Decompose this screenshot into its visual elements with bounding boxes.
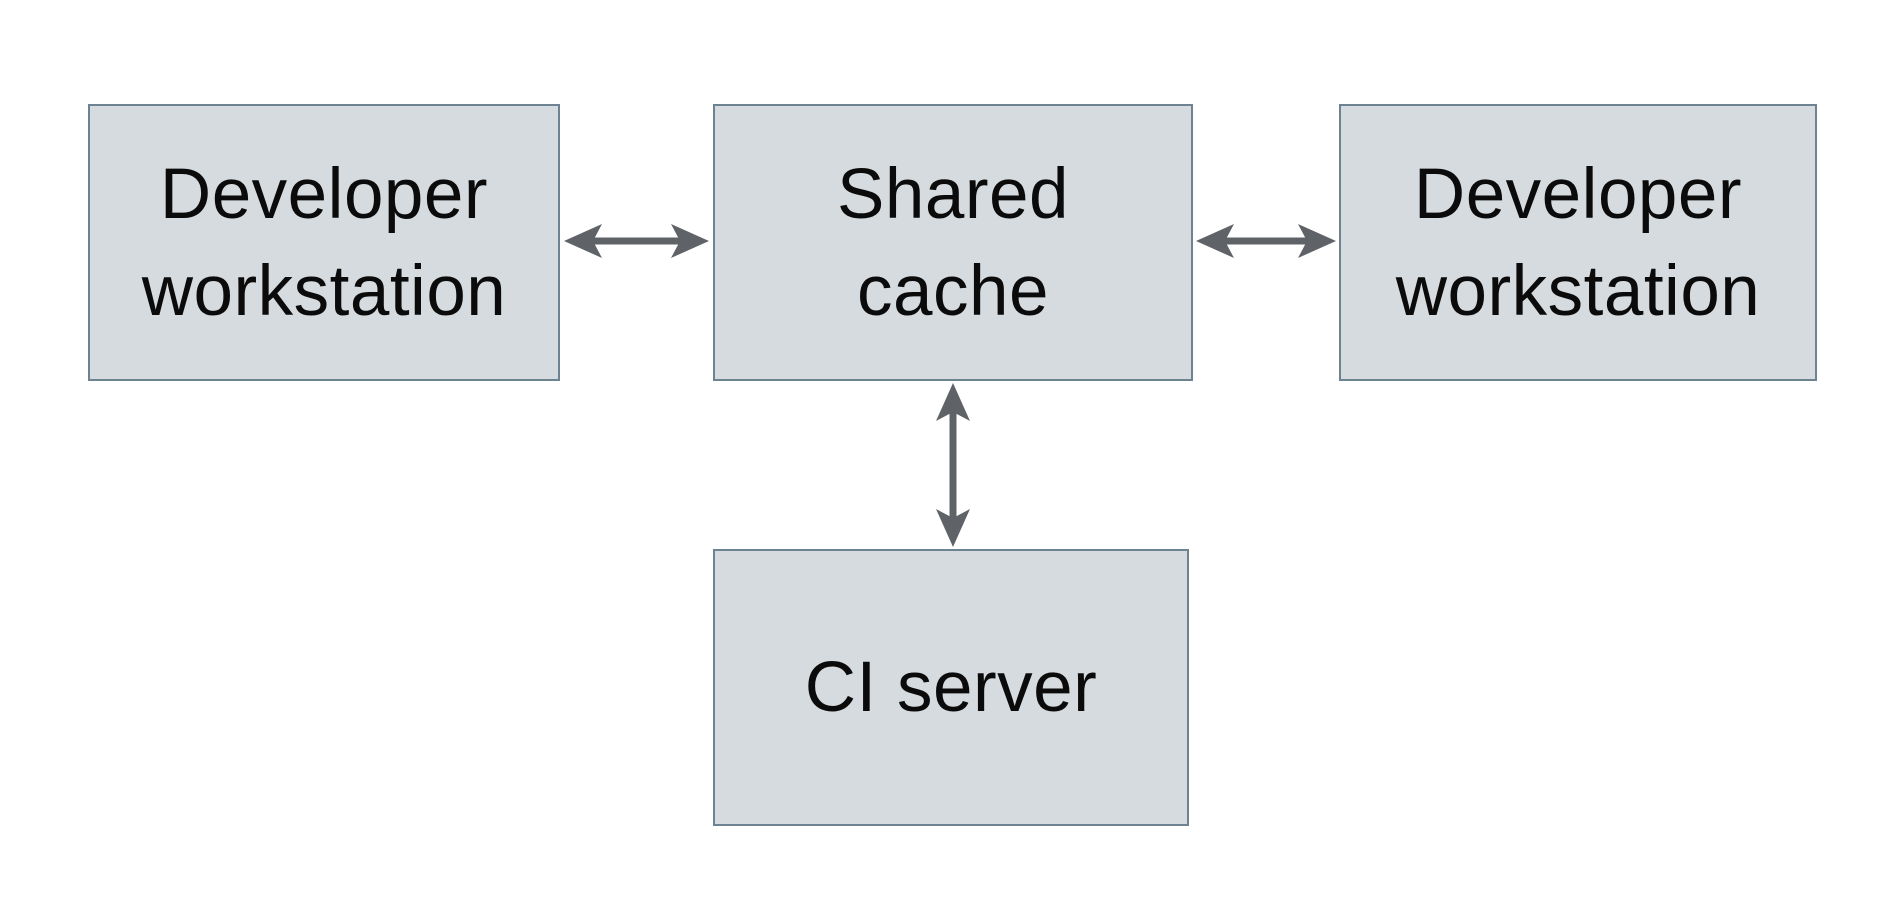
node-label-line: workstation — [1395, 251, 1761, 331]
node-label-line: Developer — [159, 154, 489, 234]
node-developer-workstation-left: Developer workstation — [88, 104, 560, 381]
double-arrow-cache-ci-server-icon — [929, 381, 977, 549]
node-shared-cache: Shared cache — [713, 104, 1193, 381]
double-arrow-cache-right-workstation-icon — [1193, 217, 1339, 265]
node-ci-server: CI server — [713, 549, 1189, 826]
double-arrow-left-workstation-cache-icon — [560, 217, 713, 265]
node-label-line: CI server — [804, 648, 1098, 727]
node-label-line: workstation — [141, 251, 507, 331]
node-label-line: cache — [857, 251, 1049, 331]
node-label-line: Developer — [1413, 154, 1743, 234]
node-label-line: Shared — [837, 154, 1069, 234]
node-developer-workstation-right: Developer workstation — [1339, 104, 1817, 381]
